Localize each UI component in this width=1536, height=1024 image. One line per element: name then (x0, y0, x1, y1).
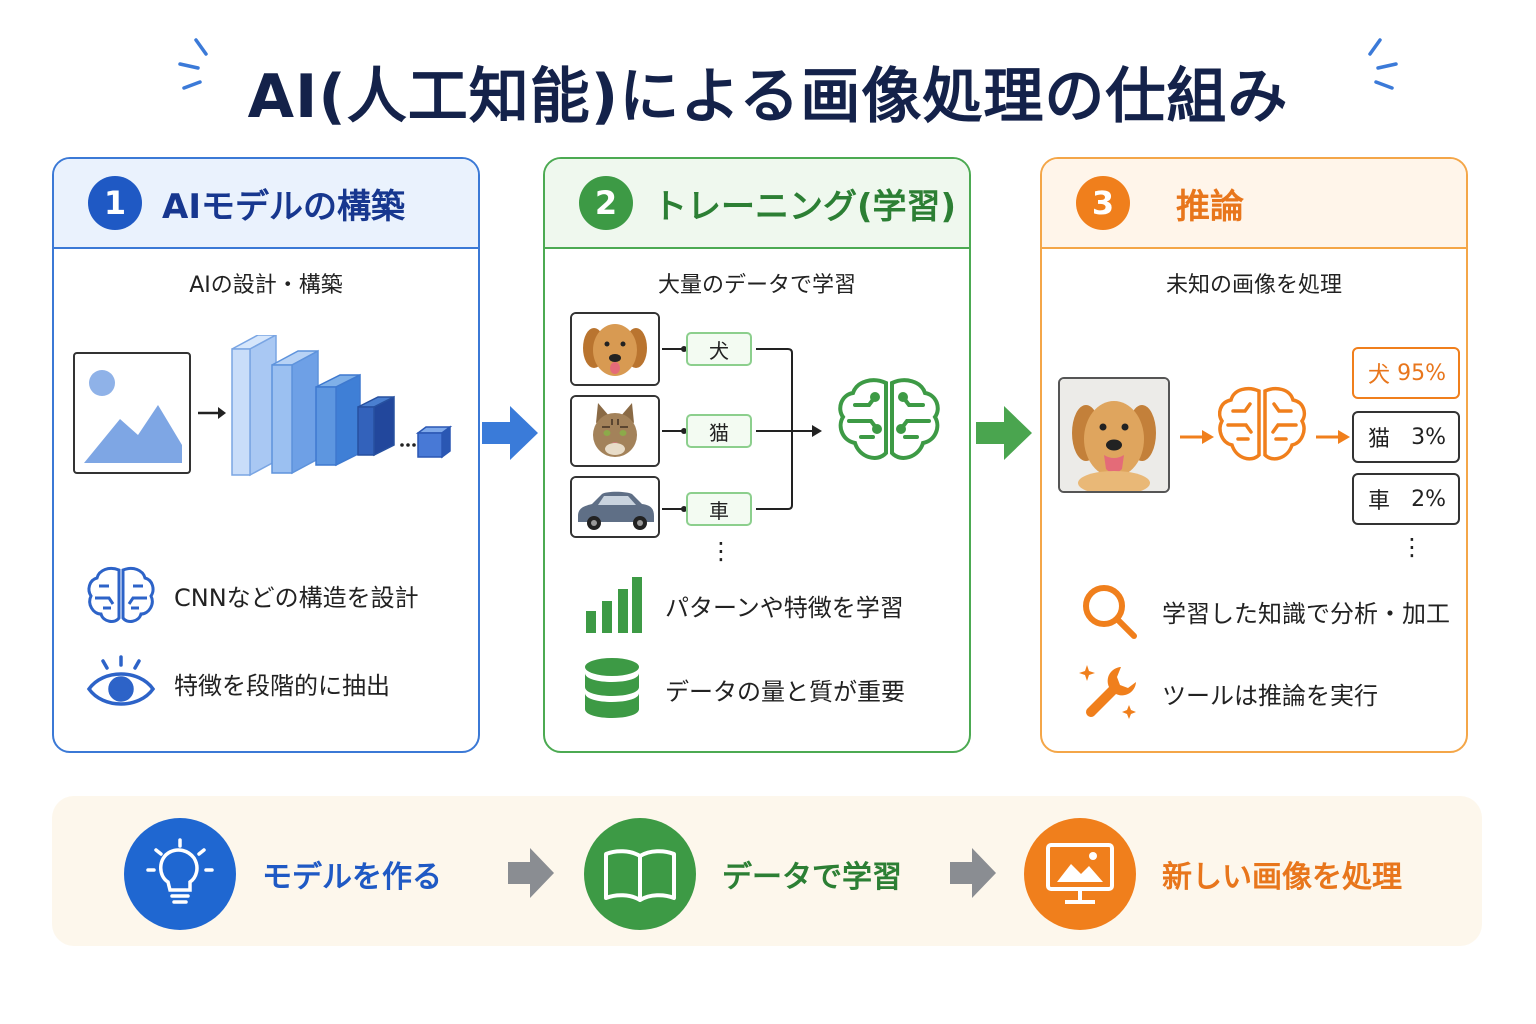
cat-photo (570, 395, 660, 467)
panel-header: 1 AIモデルの構築 (54, 159, 478, 249)
result-car: 車 2% (1352, 473, 1460, 525)
label-cat: 猫 (686, 414, 752, 448)
feature-text: CNNなどの構造を設計 (174, 583, 419, 612)
feature-row: 学習した知識で分析・加工 (1072, 579, 1450, 643)
summary-step-label: データで学習 (722, 860, 902, 895)
brain-icon (1218, 387, 1306, 461)
arrow-right-icon (976, 406, 1032, 460)
feature-text: 学習した知識で分析・加工 (1162, 599, 1450, 628)
search-icon (1072, 579, 1146, 643)
summary-bar: モデルを作る データで学習 新しい画像を処理 (52, 796, 1482, 946)
summary-step-label: モデルを作る (262, 860, 442, 895)
summary-step-train: データで学習 (584, 818, 902, 930)
result-dog: 犬 95% (1352, 347, 1460, 399)
car-photo (570, 476, 660, 538)
monitor-image-icon (1024, 818, 1136, 930)
result-cat: 猫 3% (1352, 411, 1460, 463)
arrow-right-icon (482, 406, 538, 460)
feature-row: CNNなどの構造を設計 (84, 563, 419, 627)
result-label: 猫 (1368, 427, 1391, 452)
panel-subtitle: 大量のデータで学習 (657, 273, 856, 298)
sparkle-left-icon (178, 38, 208, 90)
brain-icon (84, 563, 158, 627)
step-number-badge: 3 (1076, 176, 1130, 230)
result-value: 3% (1411, 424, 1446, 450)
eye-icon (84, 651, 158, 715)
arrow-right-icon (950, 848, 996, 898)
label-car: 車 (686, 492, 752, 526)
cnn-diagram (73, 335, 453, 477)
panel-inference: 3 推論 未知の画像を処理 犬 95% 猫 3% 車 2% (1040, 157, 1468, 753)
panel-header: 3 推論 (1042, 159, 1466, 249)
panel-title: 推論 (1176, 186, 1244, 227)
summary-step-process: 新しい画像を処理 (1024, 818, 1402, 930)
label-connectors (662, 346, 822, 512)
more-ellipsis: ⋮ (1400, 533, 1424, 561)
more-ellipsis: ⋮ (709, 537, 733, 565)
label-dog: 犬 (686, 332, 752, 366)
result-value: 2% (1411, 486, 1446, 512)
result-label: 車 (1368, 489, 1391, 514)
feature-text: データの量と質が重要 (665, 677, 905, 706)
panel-training: 2 トレーニング(学習) 大量のデータで学習 (543, 157, 971, 753)
sparkle-right-icon (1368, 38, 1398, 90)
panel-header: 2 トレーニング(学習) (545, 159, 969, 249)
feature-text: パターンや特徴を学習 (665, 593, 904, 622)
summary-step-label: 新しい画像を処理 (1162, 860, 1402, 895)
book-icon (584, 818, 696, 930)
feature-row: 特徴を段階的に抽出 (84, 651, 390, 715)
panel-title: トレーニング(学習) (653, 186, 957, 227)
page-title: AI(人工知能)による画像処理の仕組み (247, 62, 1289, 132)
bar-chart-icon (575, 573, 649, 637)
panel-title: AIモデルの構築 (162, 186, 405, 227)
feature-row: ツールは推論を実行 (1072, 661, 1378, 725)
step-number-badge: 2 (579, 176, 633, 230)
wrench-icon (1072, 661, 1146, 725)
panel-model-build: 1 AIモデルの構築 AIの設計・構築 (52, 157, 480, 753)
panel-subtitle: 未知の画像を処理 (1165, 273, 1342, 298)
result-label: 犬 (1368, 363, 1391, 388)
feature-text: ツールは推論を実行 (1162, 681, 1378, 710)
brain-icon (838, 378, 940, 460)
flow-arrow-icon (1316, 430, 1350, 444)
summary-step-build: モデルを作る (124, 818, 442, 930)
feature-row: データの量と質が重要 (575, 657, 905, 721)
dog-photo-input (1058, 377, 1170, 493)
feature-text: 特徴を段階的に抽出 (174, 671, 390, 700)
lightbulb-icon (124, 818, 236, 930)
flow-arrow-icon (1180, 430, 1214, 444)
dog-photo (570, 312, 660, 386)
arrow-right-icon (508, 848, 554, 898)
panel-subtitle: AIの設計・構築 (189, 273, 343, 298)
result-value: 95% (1397, 360, 1446, 386)
step-number-badge: 1 (88, 176, 142, 230)
database-icon (575, 657, 649, 721)
feature-row: パターンや特徴を学習 (575, 573, 904, 637)
